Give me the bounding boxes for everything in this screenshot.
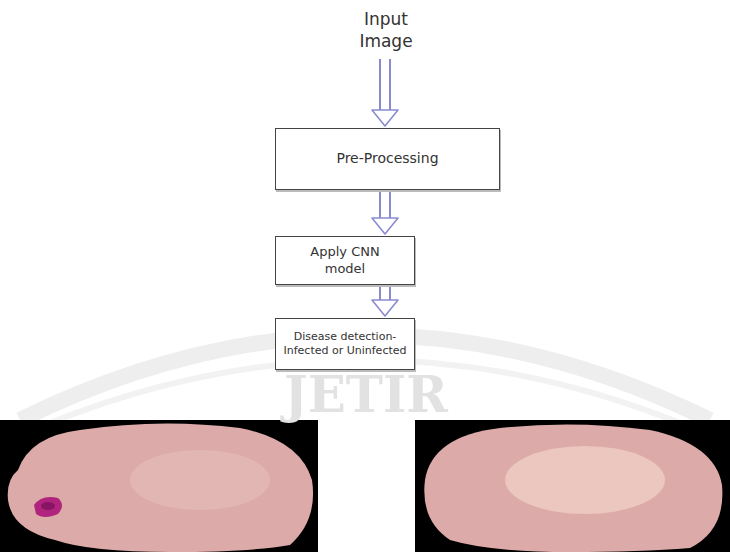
- input-label: Input Image: [345, 4, 427, 57]
- process-box: Apply CNN model: [275, 236, 415, 285]
- arrow-shaft: [379, 287, 391, 300]
- arrow-shaft-inner: [381, 59, 389, 110]
- hollow-arrow: [372, 59, 398, 126]
- node-text: Input Image: [351, 9, 421, 52]
- uninfected-cell-image: [415, 420, 730, 552]
- node-text: Pre-Processing: [336, 150, 438, 168]
- infected-cell-image: [0, 420, 318, 552]
- hollow-arrow: [372, 192, 398, 234]
- hollow-arrow: [372, 287, 398, 316]
- node-text: Disease detection-Infected or Uninfected: [282, 330, 408, 358]
- output-box: Disease detection-Infected or Uninfected: [275, 318, 415, 370]
- arrow-head: [372, 110, 398, 126]
- arrow-shaft: [379, 59, 391, 110]
- arrow-head: [372, 218, 398, 234]
- watermark: JETIR: [284, 370, 448, 420]
- arrow-shaft-inner: [381, 192, 389, 218]
- process-box: Pre-Processing: [275, 128, 500, 190]
- arrow-shaft-inner: [381, 287, 389, 300]
- node-text: Apply CNN model: [290, 244, 400, 277]
- arrow-head: [372, 300, 398, 316]
- arrow-shaft: [379, 192, 391, 218]
